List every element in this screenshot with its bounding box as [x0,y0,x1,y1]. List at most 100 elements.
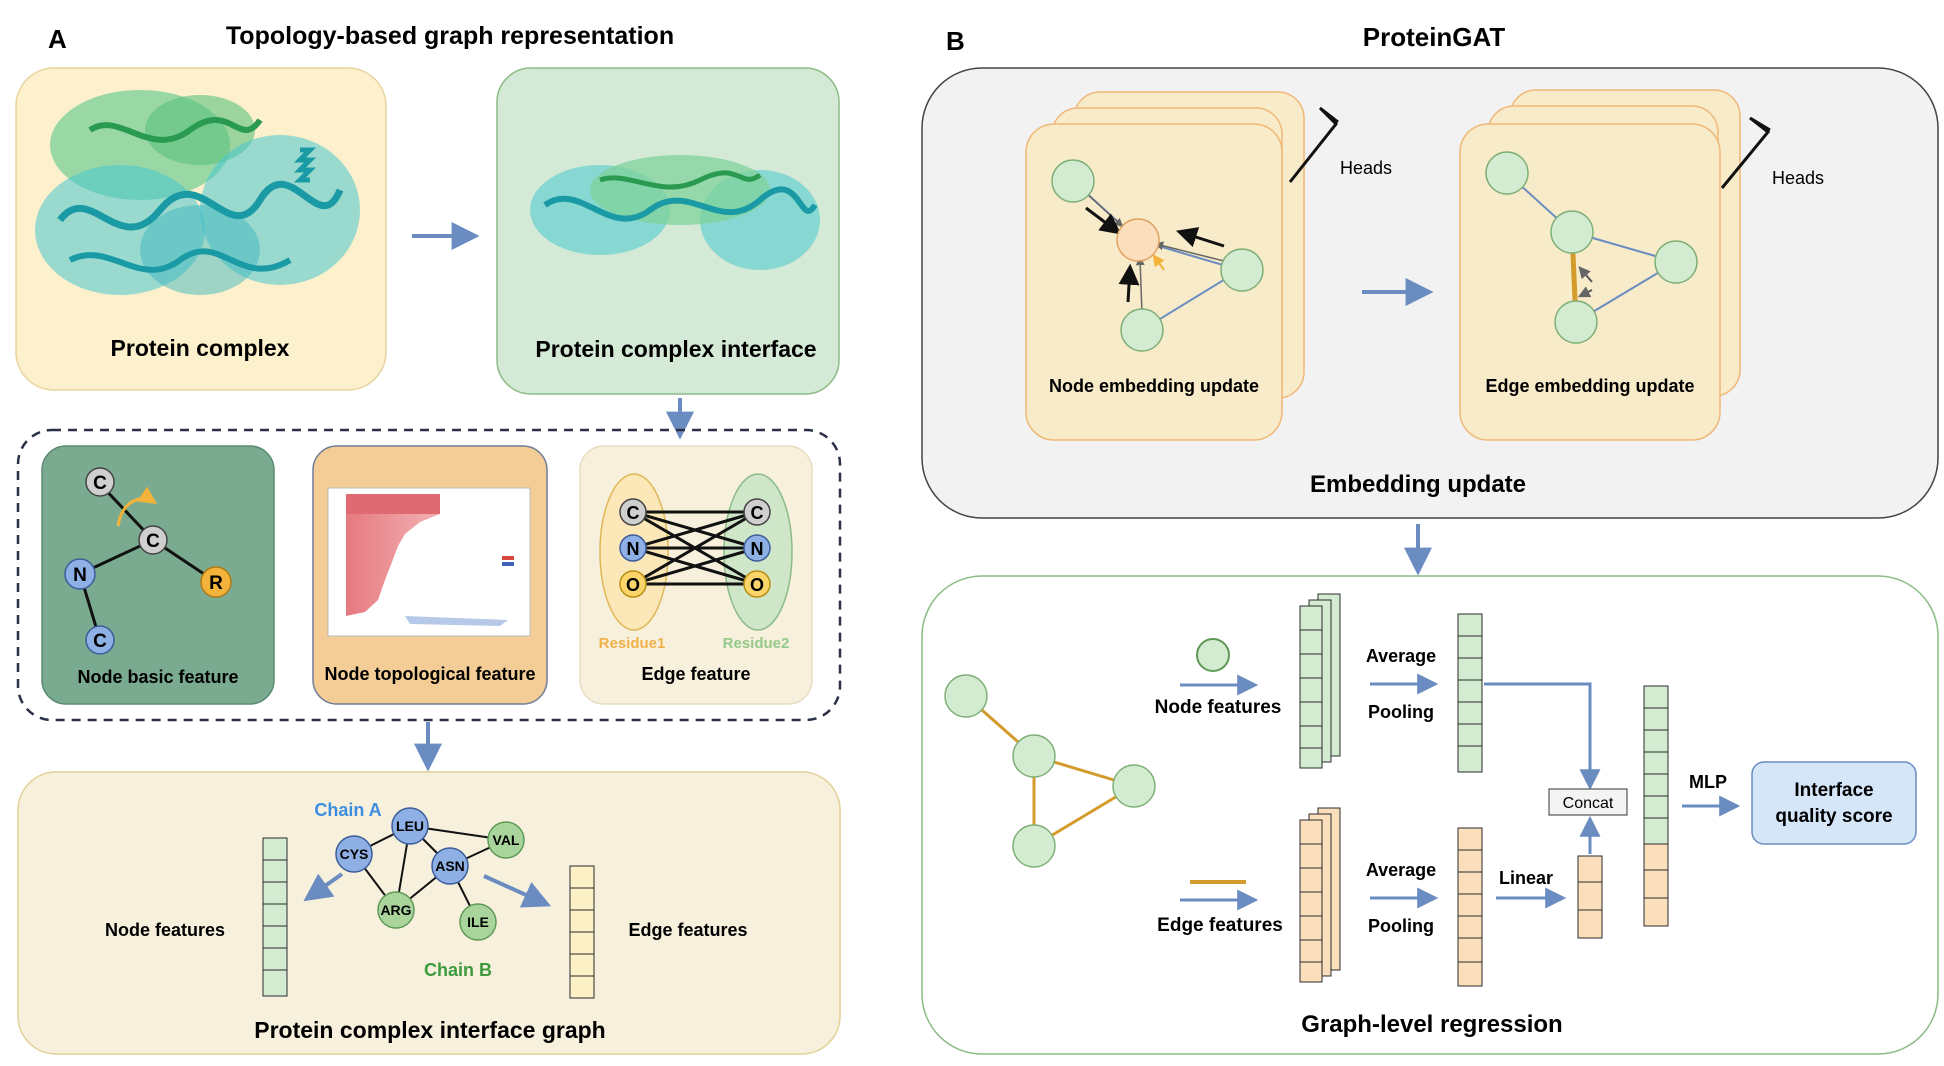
concat-label: Concat [1563,795,1614,812]
chain-a-label: Chain A [314,800,381,820]
regression-box [921,575,1939,1055]
regression-node-features-label: Node features [1155,697,1282,718]
r1-atom-o-label: O [626,575,640,595]
r1-atom-n-label: N [627,539,640,559]
edge-feature-connections [632,510,758,586]
r1-atom-n [619,534,647,562]
embedding-update-label: Embedding update [1310,471,1526,498]
interface-label: Protein complex interface [535,336,816,362]
residue-cys-label: CYS [340,846,369,862]
topo-heatmap-lower [405,616,508,626]
atom-c-center [138,525,168,555]
protein-complex-label: Protein complex [111,335,290,361]
node-heads-label: Heads [1340,158,1392,178]
residue-asn [431,847,469,885]
arrow-to-edge-vector [483,874,552,908]
edge-head-card-1 [1459,123,1721,441]
node-update-label: Node embedding update [1049,376,1259,396]
quality-score-line2: quality score [1775,806,1892,827]
linear-label: Linear [1499,868,1553,888]
node-update-graph [1051,159,1264,352]
node-head-card-1 [1025,123,1283,441]
node-pooling-label: Pooling [1368,702,1434,722]
interface-structure [530,155,820,270]
concat-box [1548,788,1628,816]
residue-leu [391,807,429,845]
regression-edge-features-label: Edge features [1157,915,1283,936]
topo-legend-blue [502,562,514,566]
residue-leu-label: LEU [396,818,424,834]
topo-legend-red [502,556,514,560]
graph-title: Protein complex interface graph [254,1017,605,1043]
residue-ile-label: ILE [467,914,489,930]
features-container [16,428,842,722]
node-basic-feature-label: Node basic feature [77,667,238,687]
residue2-label: Residue2 [723,635,790,652]
quality-score-box [1751,761,1917,845]
atom-c-top [85,467,115,497]
panel-a-title: Topology-based graph representation [226,22,674,50]
graph-edge-feature-vector [569,865,595,999]
r1-atom-c [619,498,647,526]
node-pooled-vector [1457,613,1483,773]
graph-edge-features-label: Edge features [628,920,747,940]
r2-atom-c-label: C [751,503,764,523]
interface-graph-box [17,771,841,1055]
node-feature-icon [1196,638,1230,672]
edge-update-label: Edge embedding update [1485,376,1694,396]
topo-heatmap-top-band [346,494,440,514]
edge-feature-label: Edge feature [641,664,750,684]
edge-heads-bracket [1720,116,1771,189]
atom-n [64,558,96,590]
atom-c-bottom-label: C [93,631,107,652]
node-topo-feature-label: Node topological feature [324,664,535,684]
r2-atom-c [743,498,771,526]
r1-atom-c-label: C [627,503,640,523]
node-average-label: Average [1366,646,1436,666]
r2-atom-o-label: O [750,575,764,595]
protein-complex-structure [35,90,360,295]
edge-average-label: Average [1366,860,1436,880]
quality-score-line1: Interface [1794,780,1873,801]
edge-heads-label: Heads [1772,168,1824,188]
r2-atom-n-label: N [751,539,764,559]
atom-c-bottom [85,625,115,655]
edge-pooled-vector [1457,827,1483,987]
r2-atom-o [743,570,771,598]
regression-label: Graph-level regression [1301,1011,1562,1038]
residue-arg-label: ARG [380,902,411,918]
panel-b-title: ProteinGAT [1363,22,1506,52]
edge-feature-stack [1299,807,1341,983]
residue-ile [459,903,497,941]
residue-cys [335,835,373,873]
node-heads-bracket [1288,106,1339,183]
atom-c-top-label: C [93,473,107,494]
interface-box [496,67,840,395]
residue-val [487,821,525,859]
graph-node-feature-vector [262,837,288,997]
node-feature-stack [1299,593,1341,769]
node-to-concat-line [1484,682,1601,791]
r2-atom-n [743,534,771,562]
residue-arg [377,891,415,929]
topo-heatmap-fill [346,514,440,616]
residue1-label: Residue1 [599,635,666,652]
edge-pooling-label: Pooling [1368,916,1434,936]
r1-atom-o [619,570,647,598]
graph-node-features-label: Node features [105,920,225,940]
concat-vector [1643,685,1669,927]
panel-b-letter: B [946,26,965,56]
regression-input-graph [944,674,1156,868]
residue-val-label: VAL [493,832,520,848]
panel-a-letter: A [48,24,67,54]
atom-r-label: R [209,573,223,594]
linear-output-vector [1577,855,1603,939]
atom-n-label: N [73,565,87,586]
edge-update-graph [1485,151,1698,344]
atom-r [200,566,232,598]
chain-b-label: Chain B [424,960,492,980]
residue-asn-label: ASN [435,858,465,874]
arrow-to-node-vector [303,872,344,902]
mlp-label: MLP [1689,772,1727,792]
